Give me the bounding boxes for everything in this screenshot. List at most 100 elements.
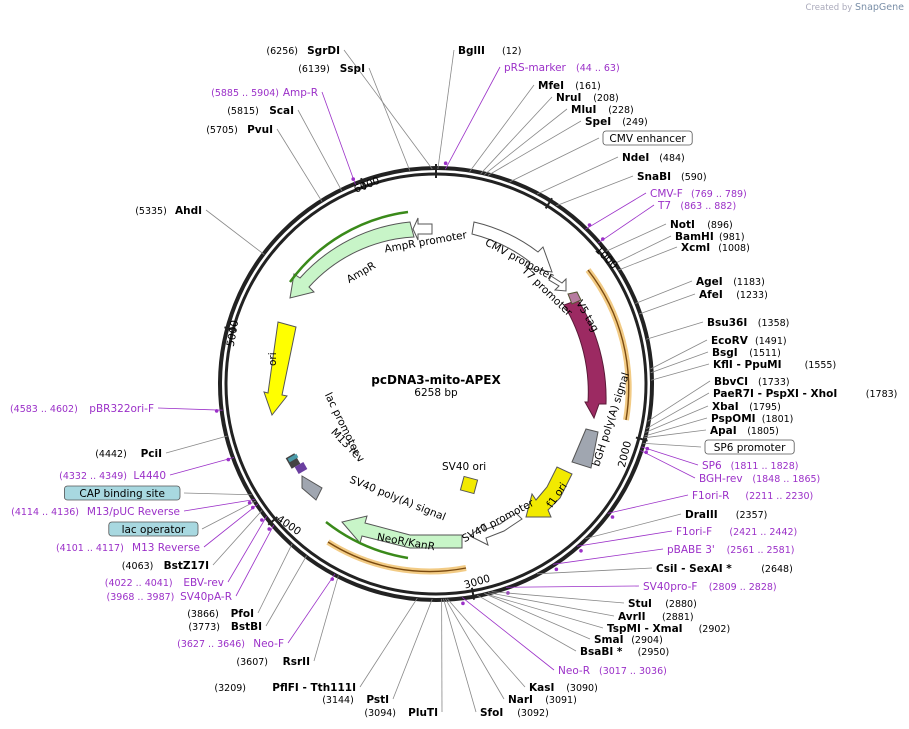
site-name: KasI [529,682,554,694]
site-sp6-promoter[interactable]: SP6 promoter [704,439,795,455]
site-mlui[interactable]: MluI(228) [571,104,634,116]
sv40-polya-feature[interactable] [301,475,323,501]
site-bglii[interactable]: BglII(12) [458,45,522,57]
site-sv40pa-r[interactable]: SV40pA-R(3968 .. 3987) [107,591,232,603]
site-pfoi[interactable]: PfoI(3866) [187,608,254,620]
site-name: SfoI [480,707,503,719]
site-name: BstZ17I [164,560,209,572]
m13-rev-feature[interactable] [294,462,308,474]
neo-kan-feature[interactable] [341,515,463,549]
bgh-polya-feature[interactable] [571,428,599,469]
leader-line [205,209,265,255]
site-sv40pro-f[interactable]: SV40pro-F(2809 .. 2828) [643,581,777,593]
site-rsrii[interactable]: RsrII(3607) [236,656,310,668]
site-position: (4022 .. 4041) [105,578,173,589]
leader-line [644,417,708,437]
apex2-feature[interactable] [563,299,607,420]
site-kfli-ppumi[interactable]: KflI - PpuMI(1555) [713,359,836,371]
site-bamhi[interactable]: BamHI(981) [675,231,745,243]
site-apai[interactable]: ApaI(1805) [710,425,779,437]
site-agei[interactable]: AgeI(1183) [696,276,765,288]
site-pflfi-tth111i[interactable]: PflFI - Tth111I(3209) [214,682,356,694]
sv40-ori-feature[interactable] [459,475,479,495]
site-paer7i-pspxi-xhoi[interactable]: PaeR7I - PspXI - XhoI(1783) [713,388,897,400]
site-ecorv[interactable]: EcoRV(1491) [711,335,787,347]
site-prs-marker[interactable]: pRS-marker(44 .. 63) [504,62,620,74]
site-sspi[interactable]: SspI(6139) [298,63,365,75]
site-bbvci[interactable]: BbvCI(1733) [714,376,790,388]
site-smai[interactable]: SmaI(2904) [594,634,663,646]
site-bstz17i[interactable]: BstZ17I(4063) [122,560,209,572]
site-sgrdi[interactable]: SgrDI(6256) [266,45,340,57]
leader-line [359,597,418,688]
site-stui[interactable]: StuI(2880) [628,598,697,610]
site-neo-f[interactable]: Neo-F(3627 .. 3646) [177,638,284,650]
site-bsu36i[interactable]: Bsu36I(1358) [707,317,789,329]
site-ahdi[interactable]: AhdI(5335) [135,205,202,217]
site-cmv-enhancer[interactable]: CMV enhancer [602,130,693,146]
cap-feature[interactable] [287,453,299,463]
leader-line [639,293,696,315]
tick-mark [267,516,279,526]
site-sp6[interactable]: SP6(1811 .. 1828) [702,460,798,472]
site-name: AvrII [618,611,646,623]
site-pbabe-3-[interactable]: pBABE 3'(2561 .. 2581) [667,544,794,556]
site-nari[interactable]: NarI(3091) [508,694,577,706]
site-bstbi[interactable]: BstBI(3773) [188,621,262,633]
ampr-promoter-feature[interactable] [412,217,433,241]
site-sfoi[interactable]: SfoI(3092) [480,707,549,719]
leader-line [491,591,625,604]
site-f1ori-r[interactable]: F1ori-R(2211 .. 2230) [692,490,813,502]
site-nrui[interactable]: NruI(208) [556,92,619,104]
site-scai[interactable]: ScaI(5815) [227,105,294,117]
site-ndei[interactable]: NdeI(484) [622,152,685,164]
leader-line [437,49,455,170]
site-position: (2881) [662,612,694,623]
site-pvui[interactable]: PvuI(5705) [206,124,273,136]
site-csii-sexai-[interactable]: CsiI - SexAI *(2648) [656,563,793,575]
leader-line [576,530,673,547]
leader-line [585,513,682,540]
site-tspmi-xmai[interactable]: TspMI - XmaI(2902) [607,623,730,635]
site-amp-r[interactable]: Amp-R(5885 .. 5904) [211,87,318,99]
site-kasi[interactable]: KasI(3090) [529,682,598,694]
cmv-promoter-feature[interactable] [471,221,553,273]
site-l4440[interactable]: L4440(4332 .. 4349) [59,470,166,482]
site-m13-reverse[interactable]: M13 Reverse(4101 .. 4117) [56,542,200,554]
site-lac-operator[interactable]: lac operator [108,521,199,537]
site-spei[interactable]: SpeI(249) [585,116,648,128]
site-t7[interactable]: T7(863 .. 882) [657,200,736,212]
site-cap-binding-site[interactable]: CAP binding site [64,485,181,501]
t7-promoter-feature[interactable] [548,275,567,292]
primer-mark [461,601,465,606]
leader-line [343,49,433,170]
site-xcmi[interactable]: XcmI(1008) [681,242,750,254]
site-pspomi[interactable]: PspOMI(1801) [711,413,793,425]
site-ebv-rev[interactable]: EBV-rev(4022 .. 4041) [105,577,224,589]
site-pluti[interactable]: PluTI(3094) [364,707,438,719]
site-noti[interactable]: NotI(896) [670,219,733,231]
sv40-promoter-feature[interactable] [469,512,523,546]
site-f1ori-f[interactable]: F1ori-F(2421 .. 2442) [676,526,797,538]
site-neo-r[interactable]: Neo-R(3017 .. 3036) [558,665,667,677]
site-name: SV40pro-F [643,581,697,593]
site-bsabi-[interactable]: BsaBI *(2950) [580,646,669,658]
site-cmv-f[interactable]: CMV-F(769 .. 789) [650,188,747,200]
site-bgh-rev[interactable]: BGH-rev(1848 .. 1865) [699,473,820,485]
site-afei[interactable]: AfeI(1233) [699,289,768,301]
site-m13-puc-reverse[interactable]: M13/pUC Reverse(4114 .. 4136) [11,506,180,518]
f1-ori-feature[interactable] [525,466,573,518]
site-psti[interactable]: PstI(3144) [322,694,389,706]
site-bsgi[interactable]: BsgI(1511) [712,347,781,359]
lac-promoter-feature[interactable] [285,453,301,469]
site-pcii[interactable]: PciI(4442) [95,448,162,460]
ori-feature[interactable] [263,321,297,417]
site-draiii[interactable]: DraIII(2357) [685,509,767,521]
site-mfei[interactable]: MfeI(161) [538,80,601,92]
site-xbai[interactable]: XbaI(1795) [712,401,781,413]
site-pbr322ori-f[interactable]: pBR322ori-F(4583 .. 4602) [10,403,154,415]
v5-tag-feature[interactable] [567,291,582,305]
site-avrii[interactable]: AvrII (2881) [618,611,694,623]
ampr-feature[interactable] [289,221,415,299]
site-snabi[interactable]: SnaBI(590) [637,171,707,183]
